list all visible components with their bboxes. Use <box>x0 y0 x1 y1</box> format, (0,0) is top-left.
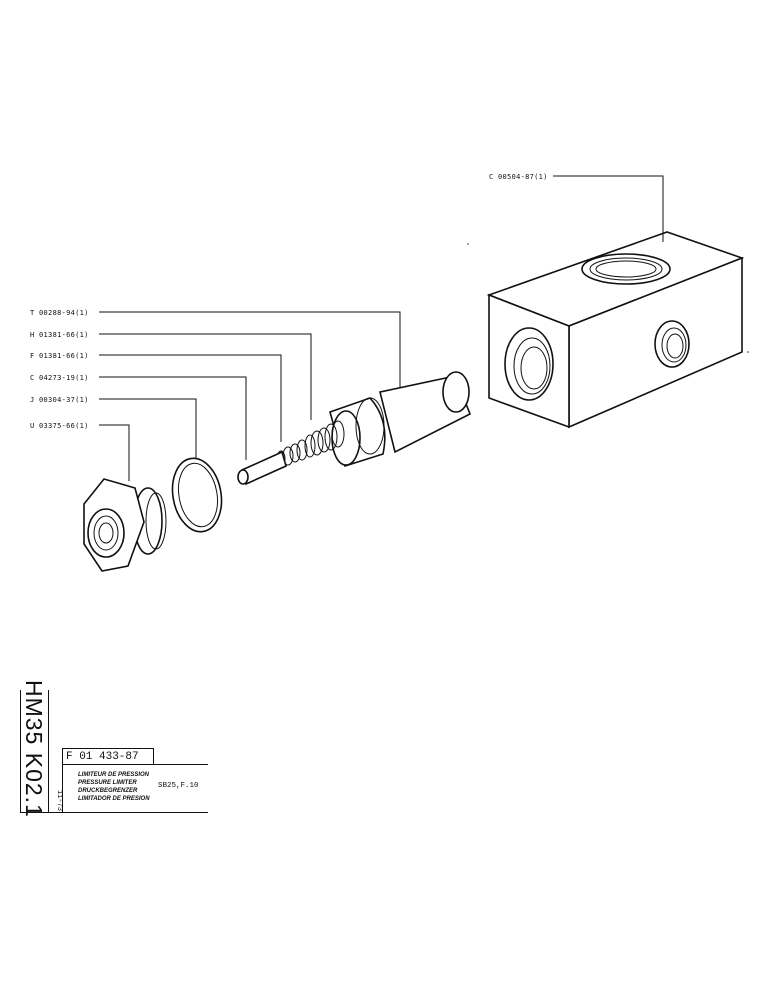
spring-housing <box>329 371 472 468</box>
callout-h01381: H 01381-66(1) <box>30 331 89 339</box>
part-name-es: LIMITADOR DE PRESION <box>78 796 150 802</box>
machine-code: HM35 K02.1 <box>20 680 48 818</box>
reference-number: F 01 433-87 <box>62 748 154 764</box>
valve-needle <box>237 450 287 486</box>
callout-f01381: F 01381-66(1) <box>30 352 89 360</box>
callout-u03375: U 03375-66(1) <box>30 422 89 430</box>
callout-t00288: T 00288-94(1) <box>30 309 89 317</box>
leader-c00504 <box>553 175 664 242</box>
date-code: 11-73 <box>54 790 64 818</box>
title-rule-divider <box>62 748 63 812</box>
title-rule-vertical <box>48 690 49 812</box>
title-rule-mid <box>62 764 208 765</box>
leader-u03375 <box>99 424 130 481</box>
part-name-fr: LIMITEUR DE PRESSION <box>78 772 150 778</box>
callout-c00504: C 00504-87(1) <box>489 173 548 181</box>
callout-j00304: J 00304-37(1) <box>30 396 89 404</box>
part-name-en: PRESSURE LIMITER <box>78 780 137 786</box>
hex-fitting <box>83 478 167 572</box>
leader-j00304 <box>99 398 197 458</box>
title-rule-bottom <box>20 812 208 813</box>
leader-h01381 <box>99 333 312 420</box>
model-code: SB25,F.10 <box>158 782 199 790</box>
machine-code-text: HM35 K02.1 <box>21 680 47 818</box>
leader-c04273 <box>99 376 247 460</box>
part-name-list: LIMITEUR DE PRESSION PRESSURE LIMITER DR… <box>78 771 150 803</box>
scan-speck <box>467 243 469 245</box>
date-code-text: 11-73 <box>55 790 63 812</box>
title-rule-left <box>20 690 21 812</box>
callout-c04273: C 04273-19(1) <box>30 374 89 382</box>
o-ring <box>171 457 223 533</box>
scan-speck <box>747 351 749 353</box>
leader-t00288 <box>99 311 401 388</box>
spring <box>304 420 345 458</box>
valve-body-block <box>486 231 745 429</box>
leader-f01381 <box>99 354 282 442</box>
part-name-de: DRUCKBEGRENZER <box>78 788 138 794</box>
